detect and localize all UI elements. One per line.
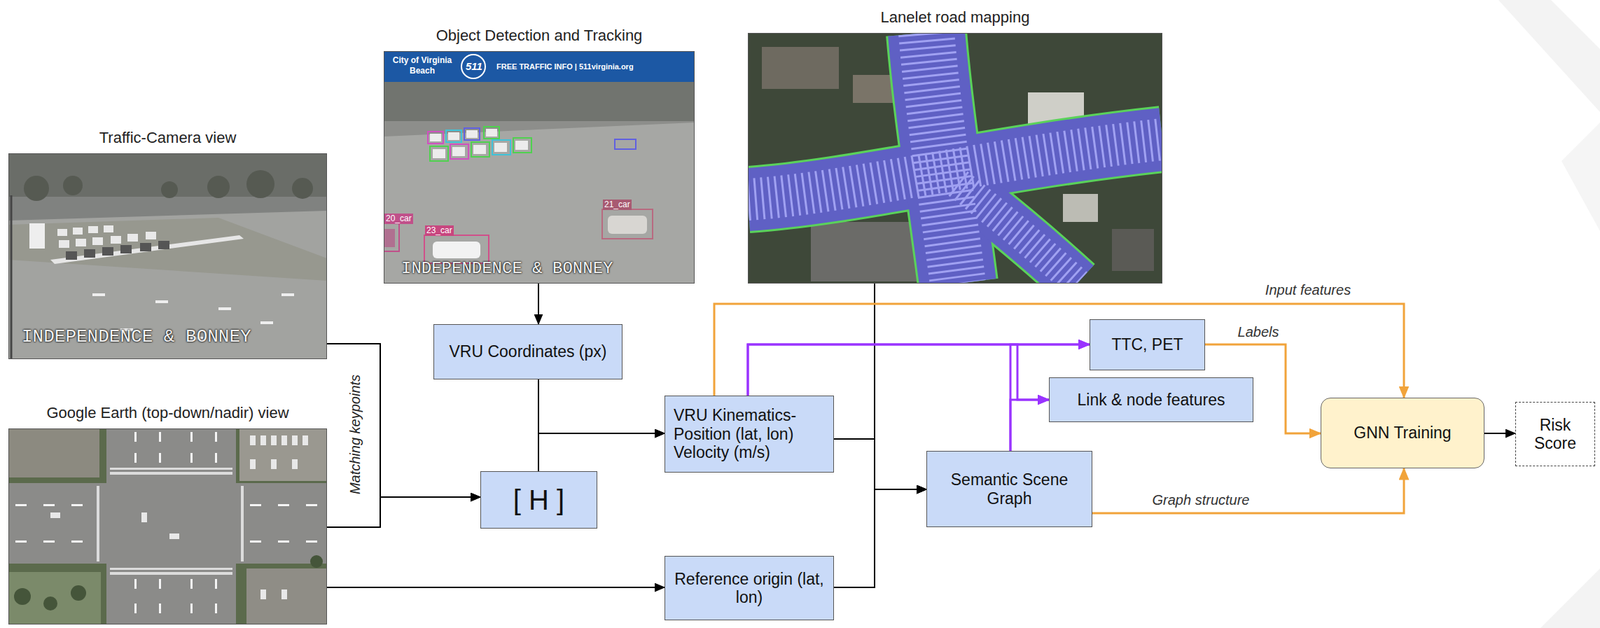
lanelet-map xyxy=(747,32,1163,284)
box-label: [ H ] xyxy=(513,483,565,517)
connector xyxy=(747,344,1090,396)
box-label: Reference origin (lat, lon) xyxy=(673,569,825,608)
overlay-text: 20_car xyxy=(384,213,414,225)
box-label: GNN Training xyxy=(1353,423,1451,442)
detection-photo xyxy=(383,51,695,284)
result-box: Risk Score xyxy=(1515,401,1596,467)
connector xyxy=(1010,399,1049,451)
box-label: VRU Coordinates (px) xyxy=(449,342,608,361)
image-panel: Object Detection and TrackingCity of Vir… xyxy=(383,51,695,284)
graph-box: Semantic Scene Graph xyxy=(926,450,1093,528)
box-label: Link & node features xyxy=(1077,390,1226,409)
box-label: VRU Kinematics- Position (lat, lon) Velo… xyxy=(673,406,825,462)
connector xyxy=(833,489,927,588)
connector xyxy=(747,344,1049,400)
box-label: Risk Score xyxy=(1524,415,1586,454)
connector xyxy=(833,439,927,490)
panel-title: Object Detection and Tracking xyxy=(328,26,750,45)
overlay-text: 21_car xyxy=(602,199,632,211)
process-box: VRU Coordinates (px) xyxy=(433,324,623,380)
homography-box: [ H ] xyxy=(480,471,598,529)
connector xyxy=(327,497,481,528)
edge-label: Graph structure xyxy=(1149,492,1253,509)
edge-label: Labels xyxy=(1235,324,1283,341)
connector xyxy=(327,586,665,589)
overlay-text: INDEPENDENCE & BONNEY xyxy=(21,326,252,348)
output-box: TTC, PET xyxy=(1089,319,1206,371)
process-box: Reference origin (lat, lon) xyxy=(664,555,834,621)
training-box: GNN Training xyxy=(1320,397,1485,469)
output-box: Link & node features xyxy=(1048,377,1254,423)
box-label: Semantic Scene Graph xyxy=(935,470,1084,508)
connector xyxy=(538,433,665,472)
overlay-text: 511 xyxy=(460,60,489,73)
process-box: VRU Kinematics- Position (lat, lon) Velo… xyxy=(664,395,834,473)
overlay-text: City of Virginia Beach xyxy=(387,55,458,77)
connector xyxy=(874,283,927,490)
box-label: TTC, PET xyxy=(1111,335,1183,354)
overlay-text: FREE TRAFFIC INFO | 511virginia.org xyxy=(496,62,634,71)
overlay-text: INDEPENDENCE & BONNEY xyxy=(401,259,613,278)
connector xyxy=(1484,432,1516,435)
image-panel: Lanelet road mapping xyxy=(747,32,1163,284)
connector xyxy=(537,283,540,325)
aerial-photo xyxy=(8,428,328,625)
side-note: Matching keypoints xyxy=(347,371,364,496)
panel-title: Lanelet road mapping xyxy=(692,8,1218,27)
panel-title: Traffic-Camera view xyxy=(0,128,383,148)
image-panel: Traffic-Camera viewINDEPENDENCE & BONNEY xyxy=(8,153,328,360)
overlay-text: 23_car xyxy=(425,225,454,236)
panel-title: Google Earth (top-down/nadir) view xyxy=(0,404,383,423)
connector xyxy=(1092,468,1404,514)
connector xyxy=(538,379,665,434)
edge-label: Input features xyxy=(1262,282,1354,299)
image-panel: Google Earth (top-down/nadir) view xyxy=(8,428,328,625)
